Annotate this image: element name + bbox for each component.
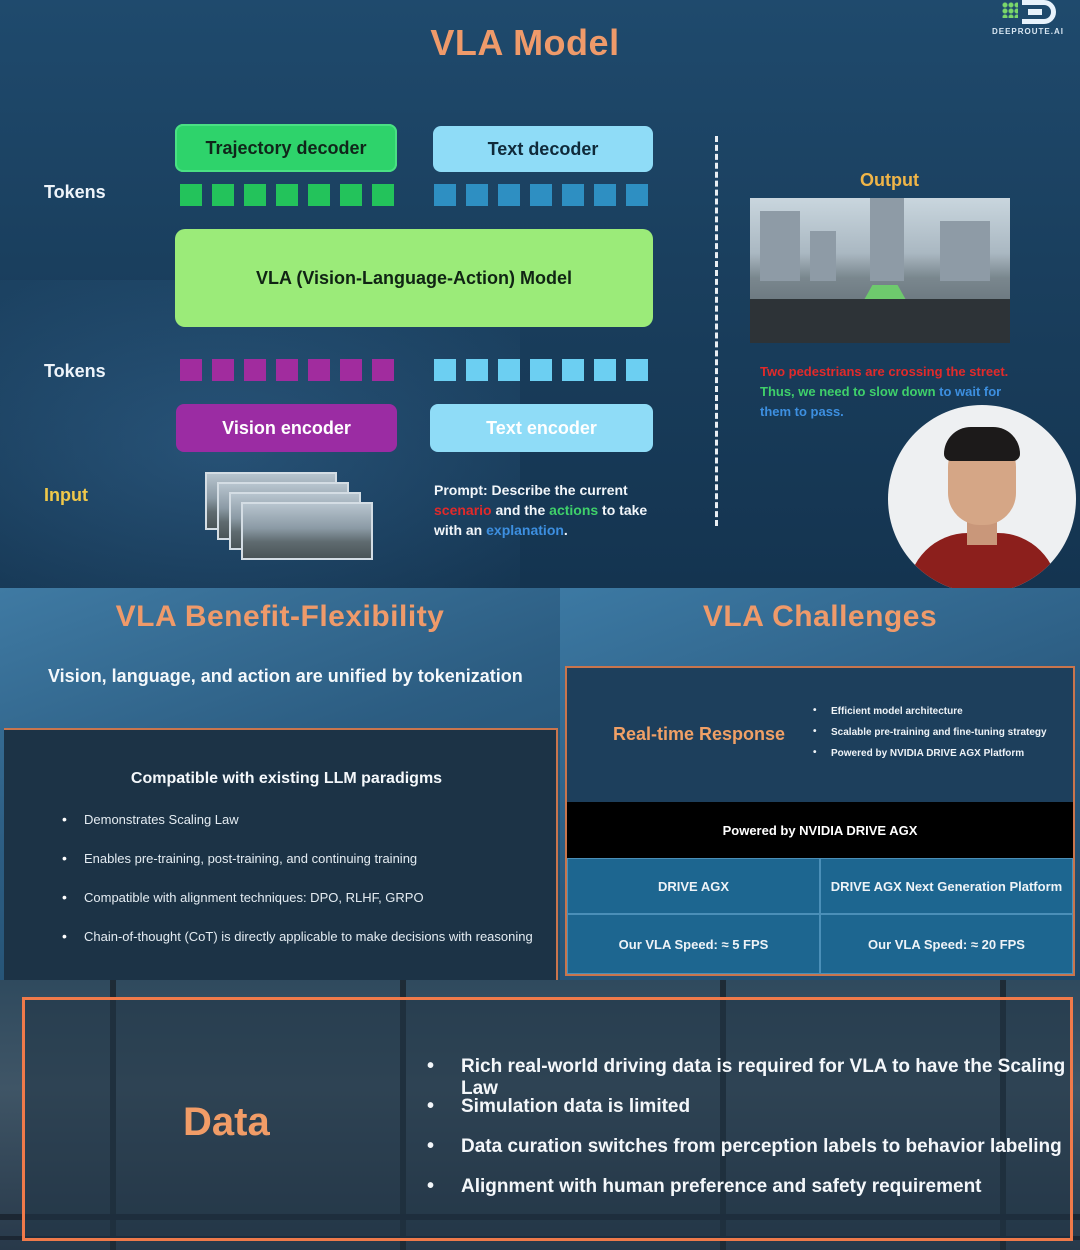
list-item: Alignment with human preference and safe… (427, 1175, 1070, 1216)
realtime-row: Real-time Response Efficient model archi… (567, 668, 1073, 802)
table-header-drive-agx: DRIVE AGX (567, 858, 820, 914)
tokens-top-label: Tokens (44, 182, 106, 202)
list-item: Rich real-world driving data is required… (427, 1055, 1070, 1099)
data-box: Data Rich real-world driving data is req… (22, 997, 1073, 1241)
data-slide: Data Rich real-world driving data is req… (0, 980, 1080, 1250)
trajectory-token-row (180, 184, 394, 206)
data-list: Rich real-world driving data is required… (427, 1055, 1070, 1216)
token (466, 359, 488, 381)
input-label: Input (44, 485, 88, 505)
dashed-divider (715, 136, 718, 526)
list-item: Compatible with alignment techniques: DP… (62, 889, 533, 929)
challenges-table: Real-time Response Efficient model archi… (565, 666, 1075, 976)
token (180, 359, 202, 381)
token (244, 359, 266, 381)
list-item: Efficient model architecture (813, 705, 1047, 727)
tokens-bottom-label: Tokens (44, 361, 106, 381)
token (212, 184, 234, 206)
token (372, 359, 394, 381)
slide-title: VLA Model (430, 22, 620, 63)
token (212, 359, 234, 381)
input-camera-frames (205, 472, 375, 560)
camera-frame-image (241, 502, 373, 560)
list-item: Data curation switches from perception l… (427, 1135, 1070, 1176)
token (434, 359, 456, 381)
slide-title: VLA Challenges (702, 600, 938, 633)
logo-dots-icon (1002, 2, 1018, 18)
realtime-label: Real-time Response (613, 724, 786, 744)
box-title: Compatible with existing LLM paradigms (130, 770, 443, 787)
token (626, 184, 648, 206)
list-item: Enables pre-training, post-training, and… (62, 850, 533, 890)
paradigm-list: Demonstrates Scaling Law Enables pre-tra… (62, 811, 533, 968)
token (594, 184, 616, 206)
llm-paradigms-box: Compatible with existing LLM paradigms D… (4, 728, 558, 980)
company-logo: DEEPROUTE.AI (990, 0, 1070, 40)
token (498, 184, 520, 206)
text-input-token-row (434, 359, 648, 381)
challenges-slide: VLA Challenges Real-time Response Effici… (560, 588, 1080, 980)
trajectory-decoder-box: Trajectory decoder (175, 124, 397, 172)
flexibility-slide: VLA Benefit-Flexibility Vision, language… (0, 588, 560, 980)
list-item: Powered by NVIDIA DRIVE AGX Platform (813, 747, 1047, 769)
output-explanation: Two pedestrians are crossing the street.… (760, 364, 1009, 419)
text-encoder-box: Text encoder (430, 404, 653, 452)
token (530, 359, 552, 381)
powered-by-row: Powered by NVIDIA DRIVE AGX (567, 802, 1073, 858)
token (180, 184, 202, 206)
presenter-video (888, 405, 1076, 588)
token (244, 184, 266, 206)
token (562, 359, 584, 381)
token (466, 184, 488, 206)
token (594, 359, 616, 381)
list-item: Chain-of-thought (CoT) is directly appli… (62, 928, 533, 968)
text-decoder-box: Text decoder (433, 126, 653, 172)
table-cell-speed-next-gen: Our VLA Speed: ≈ 20 FPS (820, 914, 1073, 974)
table-cell-speed-agx: Our VLA Speed: ≈ 5 FPS (567, 914, 820, 974)
slide-title: VLA Benefit-Flexibility (115, 600, 445, 633)
car-dashboard (750, 299, 1010, 343)
table-header-next-gen: DRIVE AGX Next Generation Platform (820, 858, 1073, 914)
vision-token-row (180, 359, 394, 381)
token (372, 184, 394, 206)
vla-model-slide: VLA Model DEEPROUTE.AI Tokens Tokens Inp… (0, 0, 1080, 588)
token (276, 359, 298, 381)
text-output-token-row (434, 184, 648, 206)
prompt-text: Prompt: Describe the current scenario an… (434, 482, 648, 538)
token (276, 184, 298, 206)
data-label: Data (183, 1100, 270, 1144)
slide-subtitle: Vision, language, and action are unified… (48, 666, 523, 686)
token (626, 359, 648, 381)
token (308, 359, 330, 381)
token (562, 184, 584, 206)
realtime-list: Efficient model architecture Scalable pr… (813, 705, 1047, 769)
output-label: Output (860, 170, 919, 190)
token (340, 359, 362, 381)
logo-mark-icon (1022, 0, 1056, 24)
token (340, 184, 362, 206)
list-item: Demonstrates Scaling Law (62, 811, 533, 851)
token (434, 184, 456, 206)
token (308, 184, 330, 206)
token (530, 184, 552, 206)
logo-text: DEEPROUTE.AI (991, 27, 1064, 36)
vision-encoder-box: Vision encoder (176, 404, 397, 452)
list-item: Scalable pre-training and fine-tuning st… (813, 726, 1047, 748)
token (498, 359, 520, 381)
vla-model-box: VLA (Vision-Language-Action) Model (175, 229, 653, 327)
list-item: Simulation data is limited (427, 1095, 1070, 1136)
output-road-image (750, 198, 1010, 343)
